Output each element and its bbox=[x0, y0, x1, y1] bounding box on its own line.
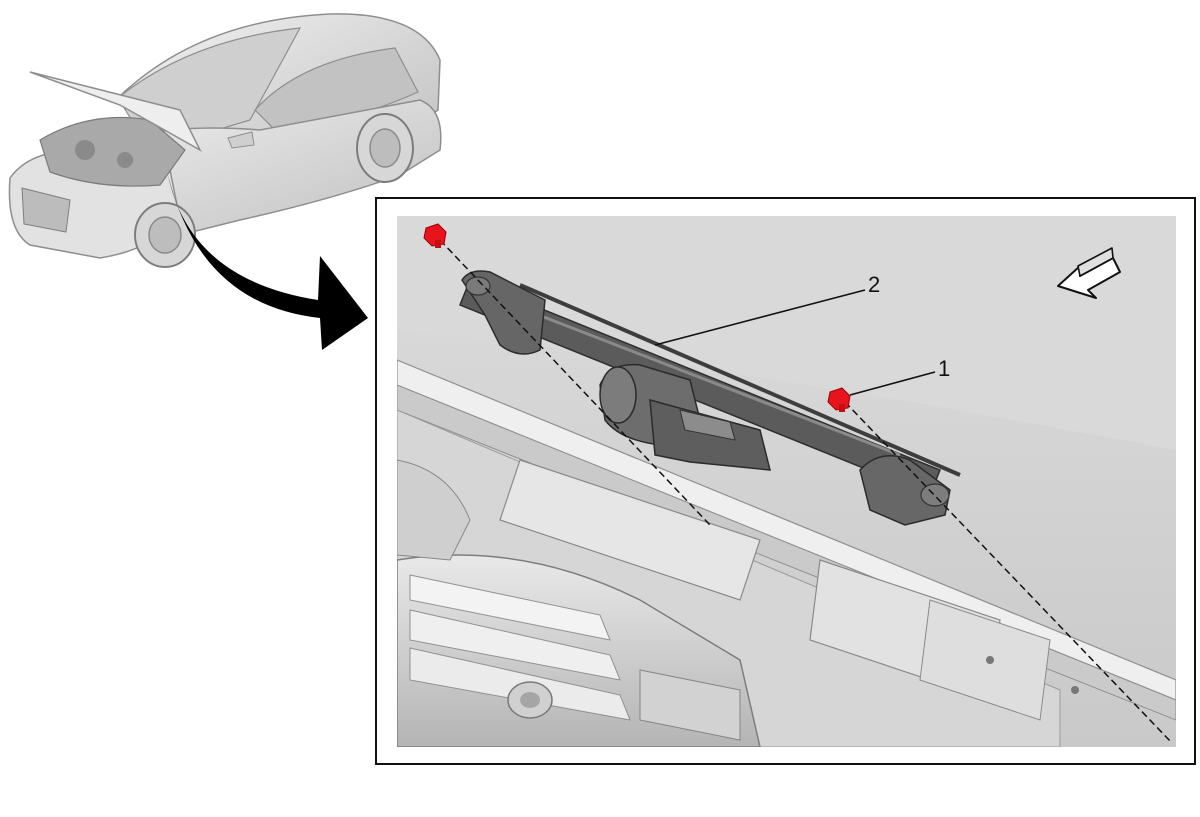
front-direction-arrow-icon bbox=[1057, 247, 1121, 299]
wiper-transmission-assembly bbox=[459, 270, 961, 526]
bolt-icon bbox=[423, 223, 447, 248]
callout-1-label: 1 bbox=[938, 356, 950, 381]
engine-cover bbox=[397, 554, 761, 747]
install-line-right bbox=[844, 401, 1173, 744]
car-hood-open-icon bbox=[8, 13, 442, 268]
detail-view bbox=[397, 216, 1176, 747]
callout-2-label: 2 bbox=[868, 272, 880, 297]
curved-arrow-icon bbox=[168, 175, 368, 350]
bolt-icon bbox=[827, 387, 851, 412]
